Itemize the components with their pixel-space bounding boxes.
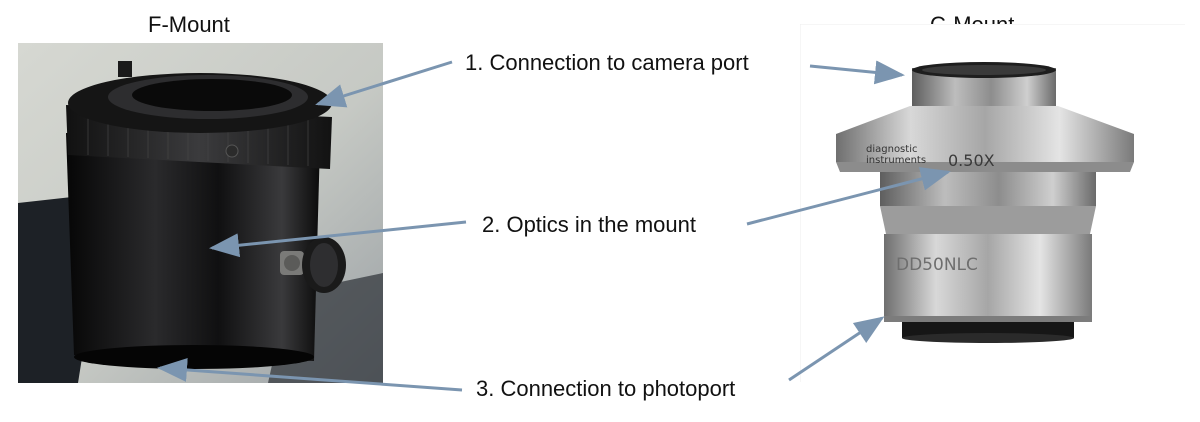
f-mount-title: F-Mount (148, 12, 230, 37)
callout-optics: 2. Optics in the mount (482, 212, 696, 237)
arrow-camera-port-right (809, 60, 905, 85)
f-mount-illustration (18, 43, 383, 383)
brand-engraving-line2: instruments (866, 155, 926, 166)
arrow-optics-left (209, 220, 467, 258)
arrow-optics-right (746, 167, 951, 226)
callout-photoport: 3. Connection to photoport (476, 376, 736, 401)
model-engraving: DD50NLC (896, 255, 978, 275)
arrow-camera-port-left (315, 60, 453, 108)
arrow-photoport-right (788, 316, 885, 382)
magnification-engraving: 0.50X (948, 151, 995, 170)
callout-camera-port: 1. Connection to camera port (465, 50, 749, 75)
f-mount-photo (18, 43, 383, 383)
arrow-photoport-left (157, 357, 463, 392)
brand-engraving-line1: diagnostic (866, 144, 917, 155)
